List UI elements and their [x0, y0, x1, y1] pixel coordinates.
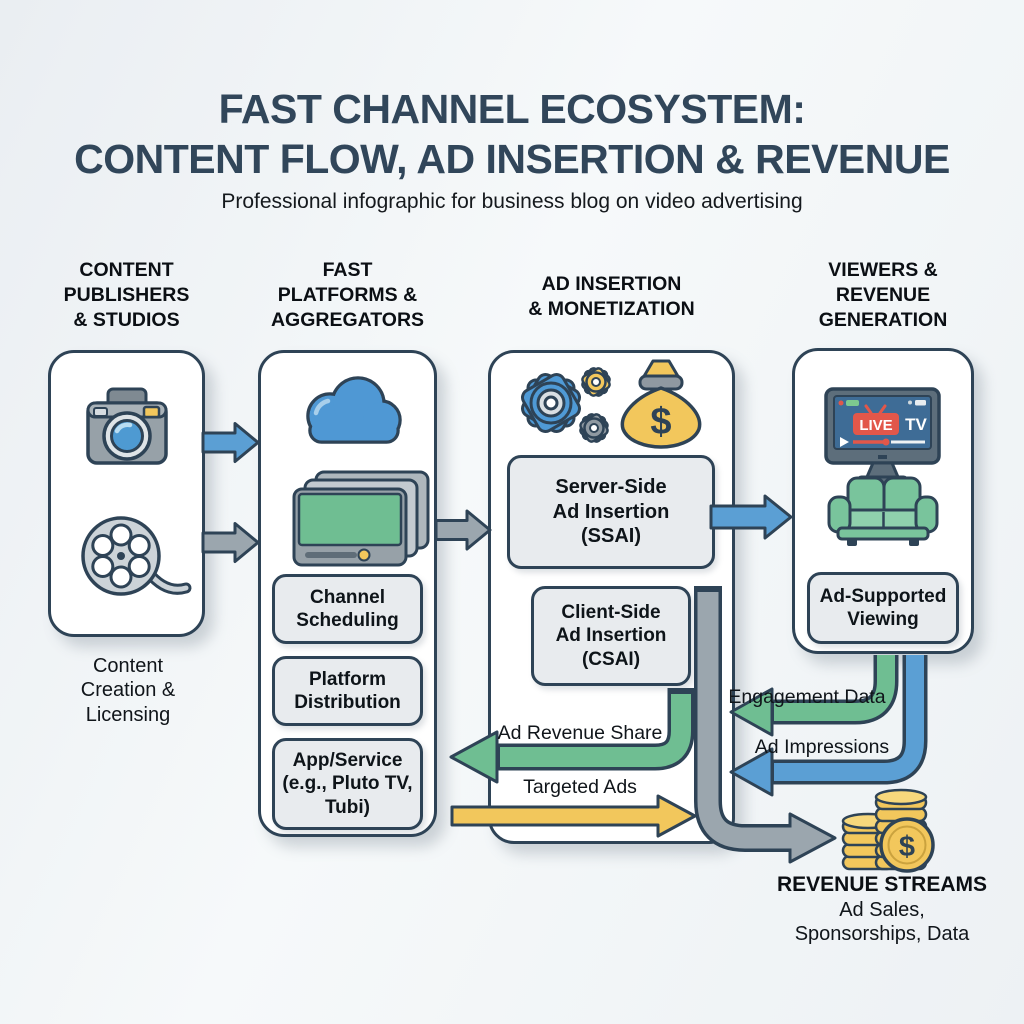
arrow-publishers-to-platforms-bottom [201, 522, 260, 563]
box-channel-scheduling-label: Channel Scheduling [296, 586, 399, 631]
label-targeted-ads: Targeted Ads [523, 776, 637, 798]
coins-icon: $ [841, 788, 935, 873]
title-line-1: FAST CHANNEL ECOSYSTEM: [218, 86, 806, 132]
column-header-viewers: VIEWERS & REVENUE GENERATION [818, 259, 948, 331]
column-box-content-publishers [48, 350, 205, 637]
box-channel-scheduling: Channel Scheduling [272, 574, 423, 644]
label-ad-revenue-share: Ad Revenue Share [497, 722, 663, 744]
box-platform-distribution-label: Platform Distribution [294, 668, 401, 713]
box-csai-label: Client-Side Ad Insertion (CSAI) [555, 602, 667, 670]
arrow-publishers-to-platforms-top [201, 422, 260, 463]
box-ad-supported-viewing: Ad-Supported Viewing [807, 572, 959, 644]
box-platform-distribution: Platform Distribution [272, 656, 423, 726]
box-app-service-label: App/Service (e.g., Pluto TV, Tubi) [282, 750, 413, 818]
label-ad-impressions: Ad Impressions [754, 736, 890, 758]
box-ssai-label: Server-Side Ad Insertion (SSAI) [552, 476, 670, 548]
arrow-platforms-to-adinsertion [434, 509, 492, 551]
box-ad-supported-viewing-label: Ad-Supported Viewing [819, 585, 947, 630]
title-line-2: CONTENT FLOW, AD INSERTION & REVENUE [74, 136, 950, 183]
revenue-streams-title: REVENUE STREAMS [776, 873, 988, 896]
label-engagement-data: Engagement Data [728, 686, 886, 708]
page-title: FAST CHANNEL ECOSYSTEM: CONTENT FLOW, AD… [0, 84, 1024, 184]
box-csai: Client-Side Ad Insertion (CSAI) [531, 586, 691, 686]
caption-content-creation: Content Creation & Licensing [80, 655, 176, 726]
pipe-ad-impressions [729, 655, 928, 797]
page-subtitle: Professional infographic for business bl… [221, 190, 803, 213]
column-header-fast-platforms: FAST PLATFORMS & AGGREGATORS [270, 259, 425, 331]
column-header-content-publishers: CONTENT PUBLISHERS & STUDIOS [63, 259, 190, 331]
revenue-streams-details: Ad Sales, Sponsorships, Data [794, 899, 970, 945]
box-app-service: App/Service (e.g., Pluto TV, Tubi) [272, 738, 423, 830]
box-ssai: Server-Side Ad Insertion (SSAI) [507, 455, 715, 569]
column-header-ad-insertion: AD INSERTION & MONETIZATION [528, 273, 695, 320]
coin-dollar: $ [899, 831, 915, 863]
